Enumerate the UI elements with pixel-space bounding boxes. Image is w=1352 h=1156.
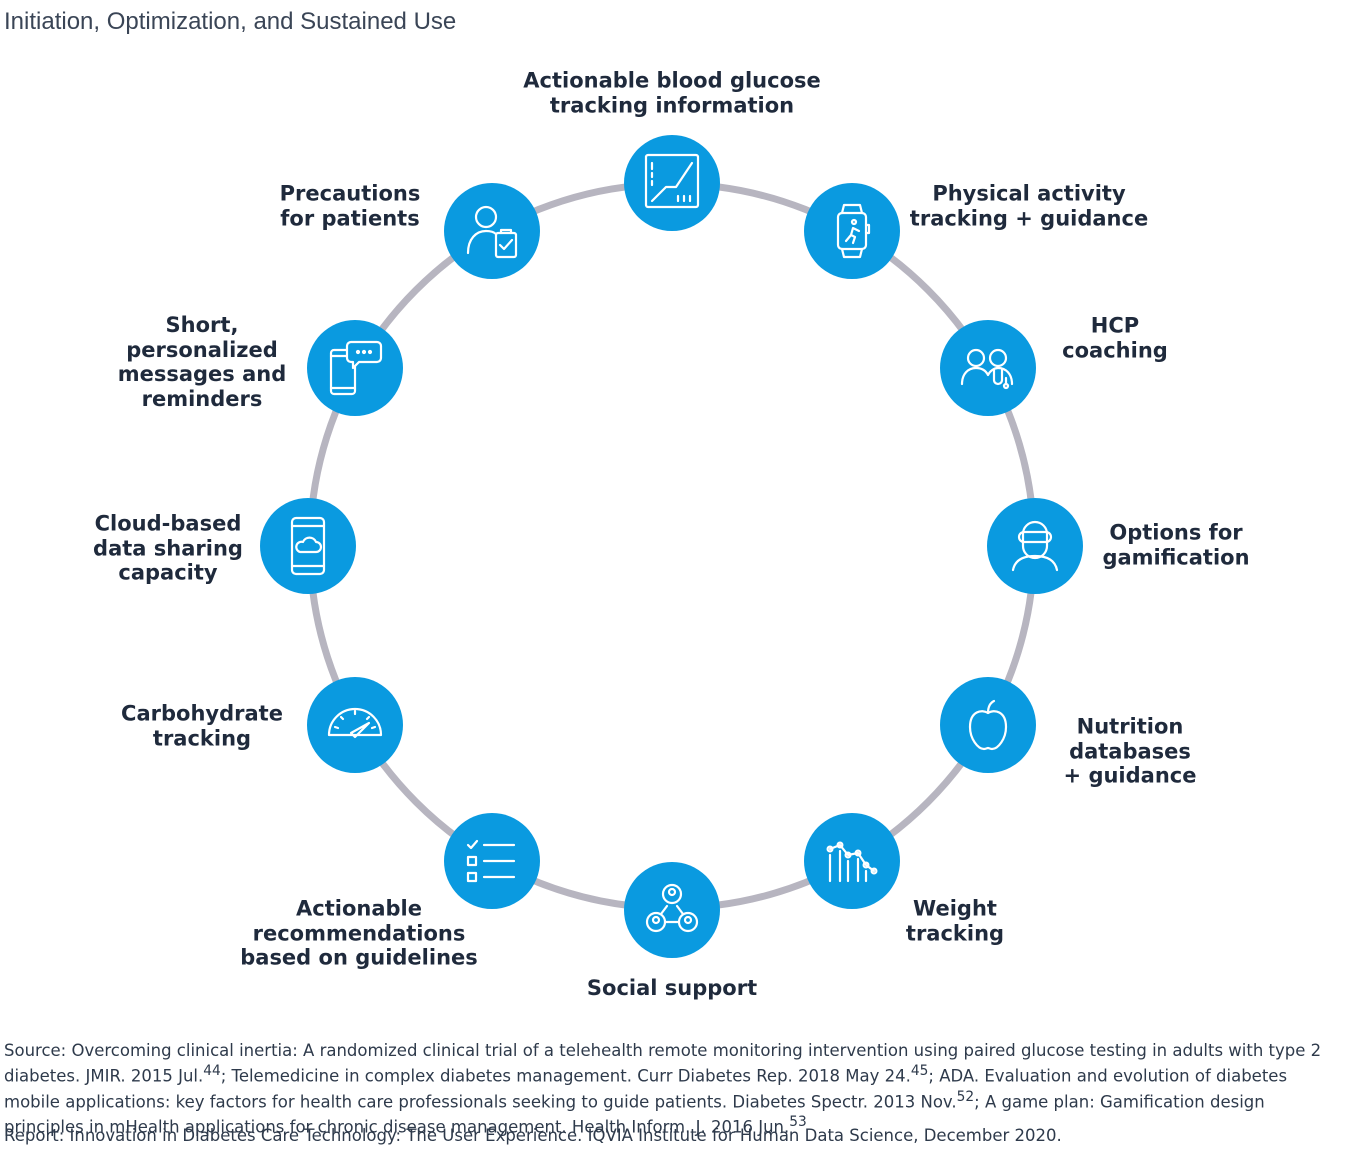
node-social (624, 862, 720, 958)
glucose-chart-icon (644, 153, 700, 209)
node-precautions (444, 183, 540, 279)
node-nutrition (940, 677, 1036, 773)
line-chart-icon (826, 841, 878, 883)
patient-clipboard-icon (466, 205, 518, 259)
node-glucose (624, 135, 720, 231)
social-network-icon (645, 883, 699, 933)
node-activity (804, 183, 900, 279)
node-recommendations (444, 813, 540, 909)
node-gamification (987, 498, 1083, 594)
report-note: Report: Innovation in Diabetes Care Tech… (4, 1126, 1062, 1145)
label-social: Social support (586, 975, 758, 1000)
node-weight (804, 813, 900, 909)
node-hcp (940, 320, 1036, 416)
phone-cloud-icon (290, 516, 326, 576)
node-carbohydrate (307, 677, 403, 773)
smartwatch-icon (836, 203, 871, 259)
doctors-icon (960, 348, 1014, 390)
checklist-icon (466, 839, 516, 883)
phone-message-icon (329, 340, 383, 396)
node-messages (307, 320, 403, 416)
vr-headset-icon (1011, 520, 1059, 572)
source-note: Source: Overcoming clinical inertia: A r… (4, 1041, 1322, 1137)
gauge-icon (327, 707, 383, 739)
page-title: Initiation, Optimization, and Sustained … (4, 8, 457, 35)
apple-icon (968, 699, 1008, 751)
node-cloud (260, 498, 356, 594)
